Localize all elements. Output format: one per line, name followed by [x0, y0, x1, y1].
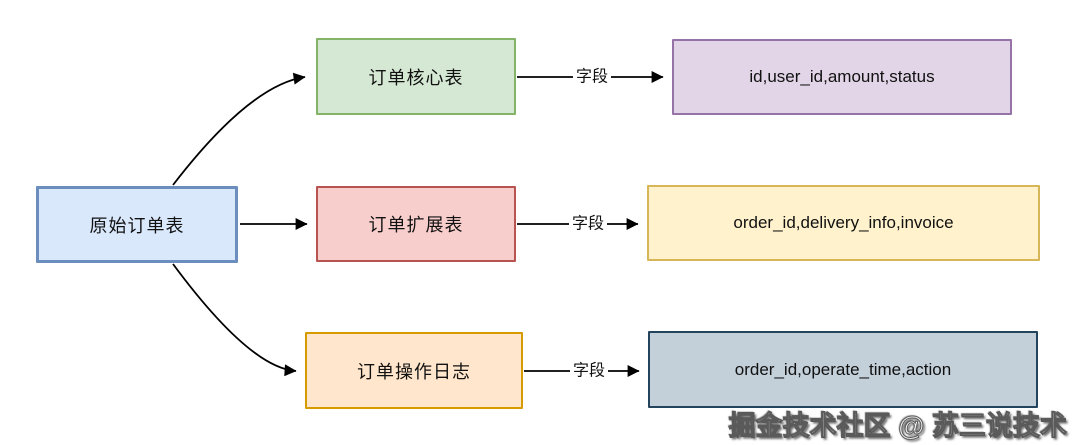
node-original-order-table-label: 原始订单表: [89, 215, 185, 236]
node-original-order-table: 原始订单表: [36, 186, 238, 263]
node-core-fields: id,user_id,amount,status: [672, 39, 1012, 115]
node-extension-fields-label: order_id,delivery_info,invoice: [733, 213, 954, 232]
node-extension-fields: order_id,delivery_info,invoice: [647, 185, 1040, 261]
node-core-fields-label: id,user_id,amount,status: [749, 67, 935, 86]
node-order-core-table-label: 订单核心表: [368, 67, 464, 88]
edge-label-log-fields: 字段: [569, 361, 609, 381]
edge-label-core-fields: 字段: [572, 67, 612, 87]
edge-label-ext-fields: 字段: [568, 214, 608, 234]
edge-source-to-core: [172, 72, 306, 186]
node-order-core-table: 订单核心表: [316, 38, 516, 115]
node-log-fields-label: order_id,operate_time,action: [734, 359, 952, 379]
edge-source-to-log: [172, 263, 297, 377]
watermark: 掘金技术社区 @ 苏三说技术: [728, 411, 1067, 442]
node-log-fields: order_id,operate_time,action: [648, 331, 1038, 408]
node-order-operation-log: 订单操作日志: [305, 332, 523, 409]
node-order-operation-log-label: 订单操作日志: [357, 361, 471, 382]
node-order-extension-table: 订单扩展表: [316, 186, 516, 262]
node-order-extension-table-label: 订单扩展表: [368, 215, 464, 235]
